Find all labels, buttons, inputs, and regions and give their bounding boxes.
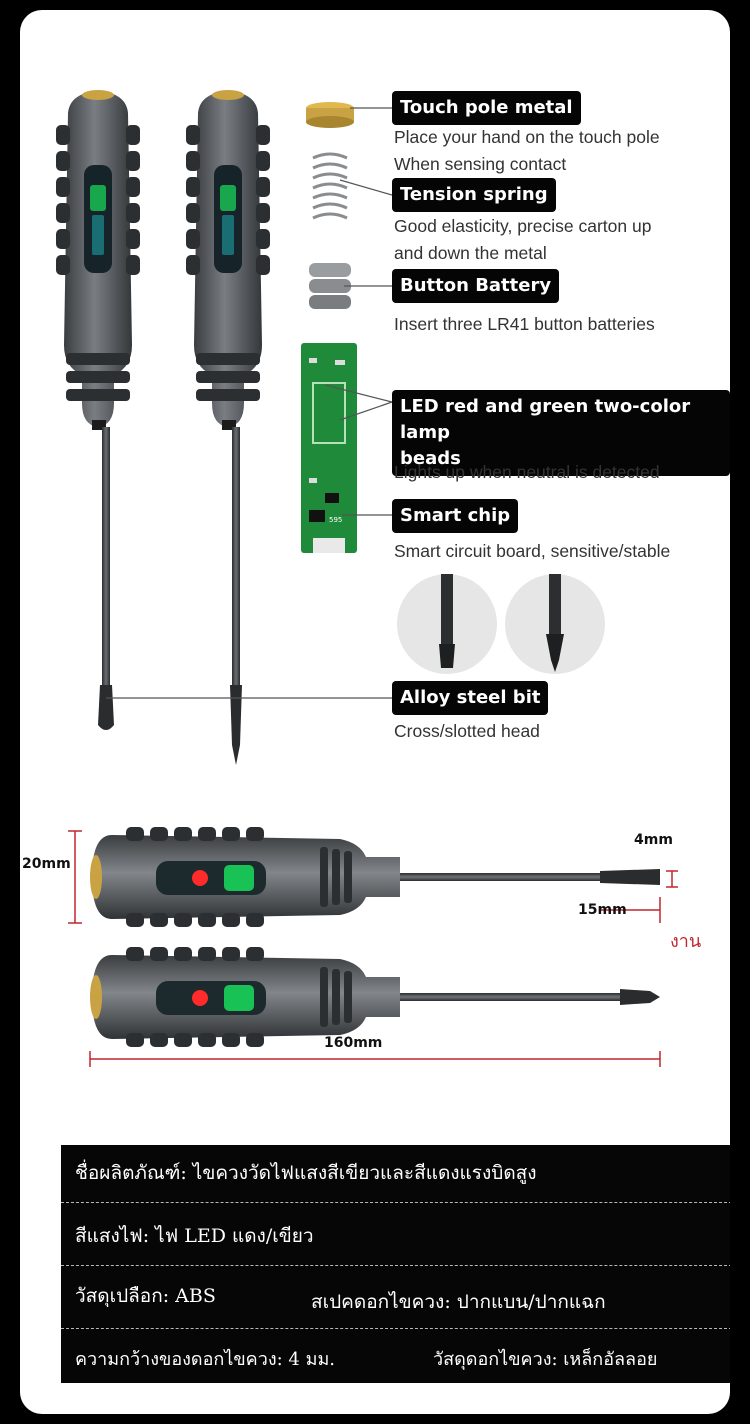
spec-row-product-name: ชื่อผลิตภัณฑ์: ไขควงวัดไฟแสงสีเขียวและสี… (75, 1162, 537, 1184)
spec-divider (61, 1202, 730, 1203)
spec-row-bit-width: ความกว้างของดอกไขควง: 4 มม. (75, 1349, 336, 1370)
slotted-tip-closeup (397, 574, 497, 674)
vertical-screwdrivers-illustration (56, 90, 270, 765)
callout-led-title-line1: LED red and green two-color lamp (400, 396, 691, 443)
callout-led-desc: Lights up when neutral is detected (394, 462, 660, 482)
callout-bit-title: Alloy steel bit (392, 681, 549, 715)
callout-touch-pole-title: Touch pole metal (392, 91, 581, 125)
slotted-screwdriver (56, 90, 140, 730)
callout-chip-desc: Smart circuit board, sensitive/stable (394, 541, 671, 561)
touch-pole-metal-part (306, 102, 354, 128)
tip-width-dimension-label: 4mm (634, 832, 673, 848)
pcb-label: 595 (329, 516, 342, 524)
callout-led-title-line2: beads (400, 448, 461, 469)
callout-touch-pole-desc-2: When sensing contact (394, 154, 567, 174)
stray-thai-text: งาน (670, 931, 702, 952)
callout-battery-desc: Insert three LR41 button batteries (394, 314, 655, 334)
spec-row-bit-material: วัสดุดอกไขควง: เหล็กอัลลอย (433, 1349, 658, 1370)
callout-spring-desc-2: and down the metal (394, 243, 547, 263)
button-battery-part (309, 263, 351, 309)
horizontal-slotted-screwdriver (90, 827, 660, 927)
exploded-components: 595 (301, 102, 357, 553)
spec-row-light-color: สีแสงไฟ: ไฟ LED แดง/เขียว (75, 1225, 314, 1247)
dimension-illustration (68, 827, 678, 1067)
callout-bit-desc: Cross/slotted head (394, 721, 540, 741)
callout-battery-title: Button Battery (392, 269, 560, 303)
callout-touch-pole-desc-1: Place your hand on the touch pole (394, 127, 660, 147)
callout-spring-desc-1: Good elasticity, precise carton up (394, 216, 652, 236)
callout-lines (106, 107, 393, 699)
spec-divider (61, 1265, 730, 1266)
height-dimension-label: 20mm (22, 856, 71, 872)
total-length-dimension-label: 160mm (324, 1035, 383, 1051)
spec-divider (61, 1328, 730, 1329)
product-card: 595 Touch pole metal Place your hand on … (20, 10, 730, 1414)
callout-led-title: LED red and green two-color lamp beads (392, 390, 730, 476)
tip-length-dimension-label: 15mm (578, 902, 627, 918)
tension-spring-part (312, 152, 348, 220)
phillips-screwdriver (186, 90, 270, 765)
callout-chip-title: Smart chip (392, 499, 519, 533)
callout-spring-title: Tension spring (392, 178, 556, 212)
horizontal-phillips-screwdriver (90, 947, 660, 1047)
phillips-tip-closeup (505, 574, 605, 674)
bit-tip-closeups (397, 574, 605, 674)
spec-row-shell-material: วัสดุเปลือก: ABS (75, 1285, 216, 1307)
spec-row-bit-spec: สเปคดอกไขควง: ปากแบน/ปากแฉก (311, 1291, 606, 1313)
pcb-board-part: 595 (301, 343, 357, 553)
spec-table: ชื่อผลิตภัณฑ์: ไขควงวัดไฟแสงสีเขียวและสี… (61, 1145, 730, 1383)
